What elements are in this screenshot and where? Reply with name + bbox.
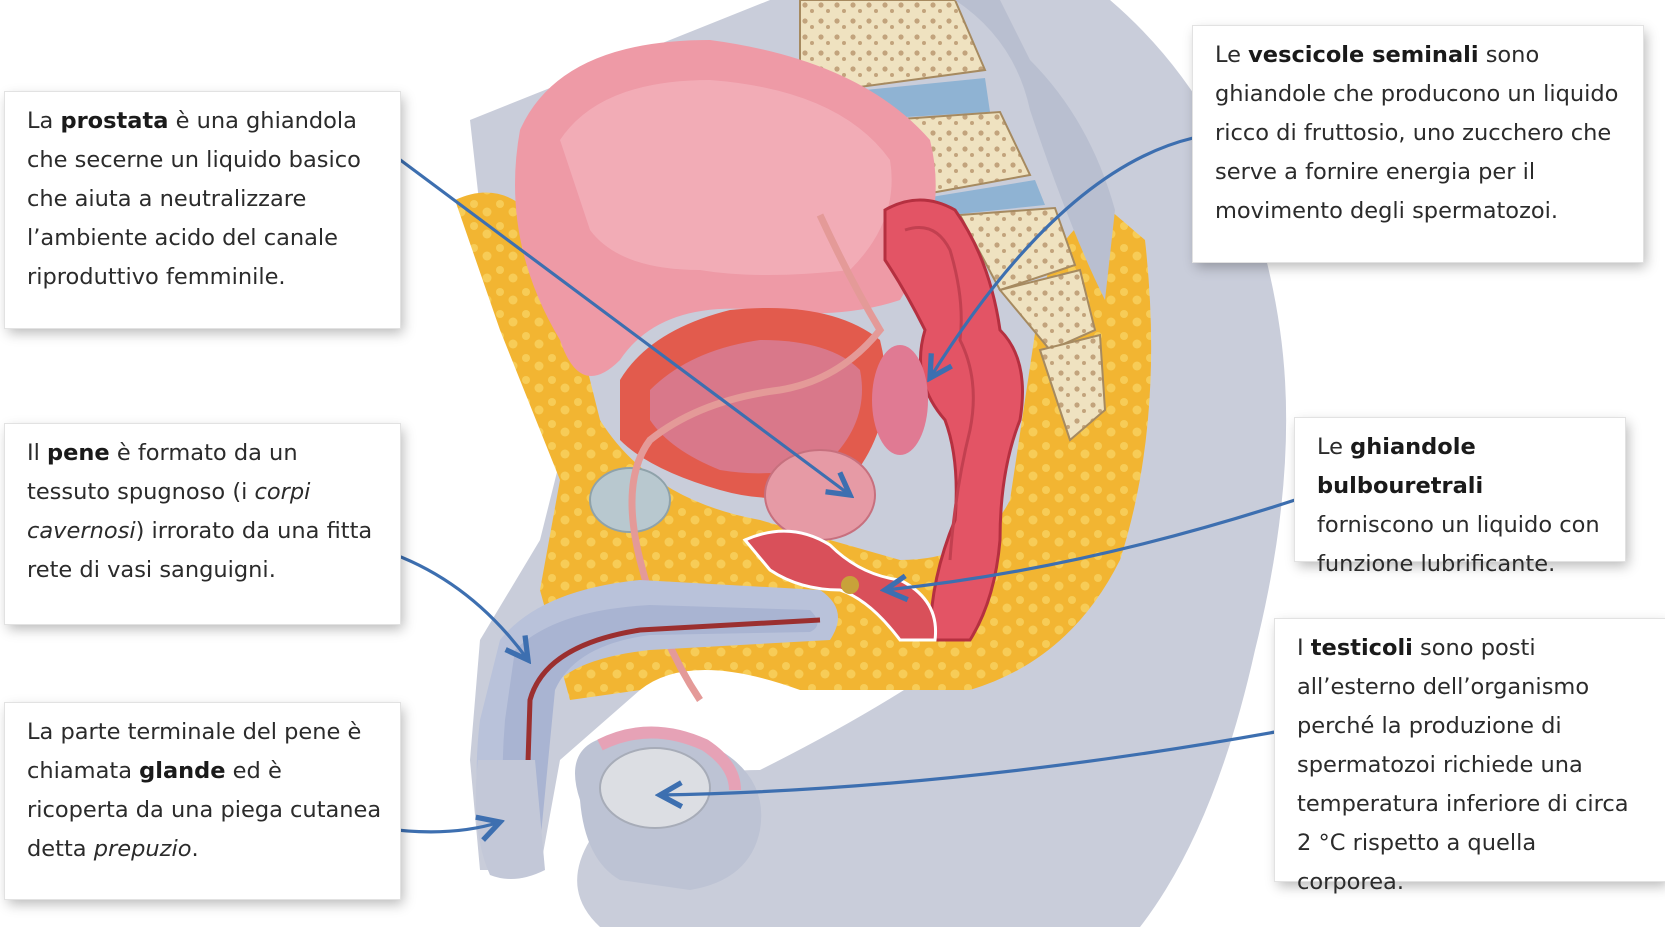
glans (476, 760, 545, 879)
callout-text: Le (1215, 42, 1248, 68)
callout-testicoli: I testicoli sono posti all’esterno dell’… (1275, 619, 1665, 881)
callout-text: Il (27, 440, 47, 466)
term-pene: pene (47, 440, 110, 466)
bulbourethral-gland (841, 576, 859, 594)
callout-text: sono posti all’esterno dell’organismo pe… (1297, 635, 1629, 895)
callout-text: forniscono un liquido con funzione lubri… (1317, 512, 1600, 577)
callout-text: I (1297, 635, 1311, 661)
term-glande: glande (139, 758, 225, 784)
term-prepuzio: prepuzio (94, 836, 192, 862)
seminal-vesicle (872, 345, 928, 455)
callout-text: sono ghiandole che producono un liquido … (1215, 42, 1618, 224)
callout-pene: Il pene è formato da un tessuto spugnoso… (5, 424, 400, 624)
callout-text: . (191, 836, 198, 862)
term-testicoli: testicoli (1311, 635, 1413, 661)
callout-text: Le (1317, 434, 1350, 460)
term-prostata: prostata (60, 108, 168, 134)
callout-ghiandole-bulbouretrali: Le ghiandole bulbouretrali forniscono un… (1295, 418, 1625, 561)
prostate (765, 450, 875, 540)
callout-glande: La parte terminale del pene è chiamata g… (5, 703, 400, 899)
callout-text: è una ghiandola che secerne un liquido b… (27, 108, 361, 290)
callout-text: La (27, 108, 60, 134)
testis (600, 748, 710, 828)
callout-prostata: La prostata è una ghiandola che secerne … (5, 92, 400, 328)
term-vescicole-seminali: vescicole seminali (1248, 42, 1478, 68)
callout-vescicole-seminali: Le vescicole seminali sono ghiandole che… (1193, 26, 1643, 262)
